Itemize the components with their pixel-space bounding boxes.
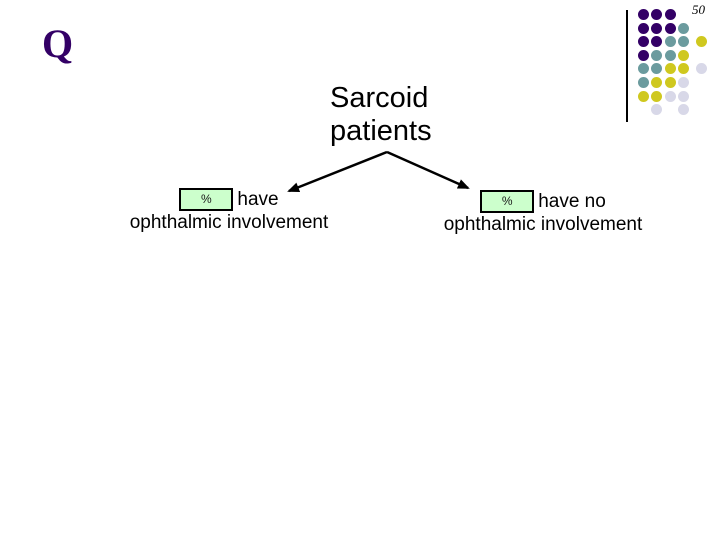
- decoration-dot: [664, 49, 676, 61]
- slide-title: Sarcoid patients: [330, 82, 432, 148]
- decoration-dot: [695, 36, 707, 48]
- decoration-dot: [651, 9, 663, 20]
- decoration-dot: [664, 22, 676, 34]
- left-branch-label: % have ophthalmic involvement: [104, 188, 354, 234]
- right-branch-line2: ophthalmic involvement: [443, 214, 643, 235]
- decoration-dot: [638, 36, 649, 48]
- left-branch-line2: ophthalmic involvement: [129, 212, 329, 233]
- left-branch-line1: % have: [104, 188, 354, 211]
- decoration-dot: [651, 49, 663, 61]
- decoration-dot: [651, 90, 663, 102]
- decoration-dot: [638, 49, 649, 61]
- dot-pattern: [638, 9, 713, 124]
- right-branch-line1-text: have no: [538, 191, 606, 212]
- corner-letter-q: Q: [42, 21, 74, 66]
- decoration-dot: [651, 63, 663, 75]
- decoration-dot: [664, 90, 676, 102]
- decoration-dot: [651, 22, 663, 34]
- right-branch-line1: % have no: [418, 190, 668, 213]
- decoration-vertical-rule: [626, 10, 628, 122]
- decoration-dot: [651, 36, 663, 48]
- decoration-dot: [678, 63, 690, 75]
- connector-arrow-left: [287, 150, 388, 193]
- decoration-dot: [638, 9, 649, 20]
- decoration-dot: [651, 77, 663, 88]
- right-branch-label: % have no ophthalmic involvement: [418, 190, 668, 236]
- decoration-dot: [638, 90, 649, 102]
- decoration-dot: [678, 36, 690, 48]
- decoration-dot: [664, 77, 676, 88]
- slide-title-line2: patients: [330, 115, 432, 147]
- decoration-dot: [664, 36, 676, 48]
- page-number: 50: [692, 2, 705, 17]
- decoration-dot: [678, 77, 690, 88]
- left-branch-line1-text: have: [237, 189, 279, 210]
- decoration-dot: [651, 104, 663, 116]
- decoration-dot: [678, 90, 690, 102]
- decoration-dot: [664, 63, 676, 75]
- connector-arrow-right: [386, 150, 470, 190]
- decoration-dot: [678, 22, 690, 34]
- decoration-dot: [678, 104, 690, 116]
- left-percent-placeholder: %: [201, 192, 212, 206]
- decoration-dot: [678, 49, 690, 61]
- decoration-dot: [695, 63, 707, 75]
- right-percent-placeholder: %: [501, 194, 513, 208]
- decoration-dot: [638, 22, 649, 34]
- right-percent-box[interactable]: %: [480, 190, 535, 213]
- decoration-dot: [664, 9, 676, 20]
- left-percent-box[interactable]: %: [179, 188, 234, 211]
- slide-title-line1: Sarcoid: [330, 82, 429, 114]
- decoration-dot: [638, 63, 649, 75]
- decoration-dot: [638, 77, 649, 88]
